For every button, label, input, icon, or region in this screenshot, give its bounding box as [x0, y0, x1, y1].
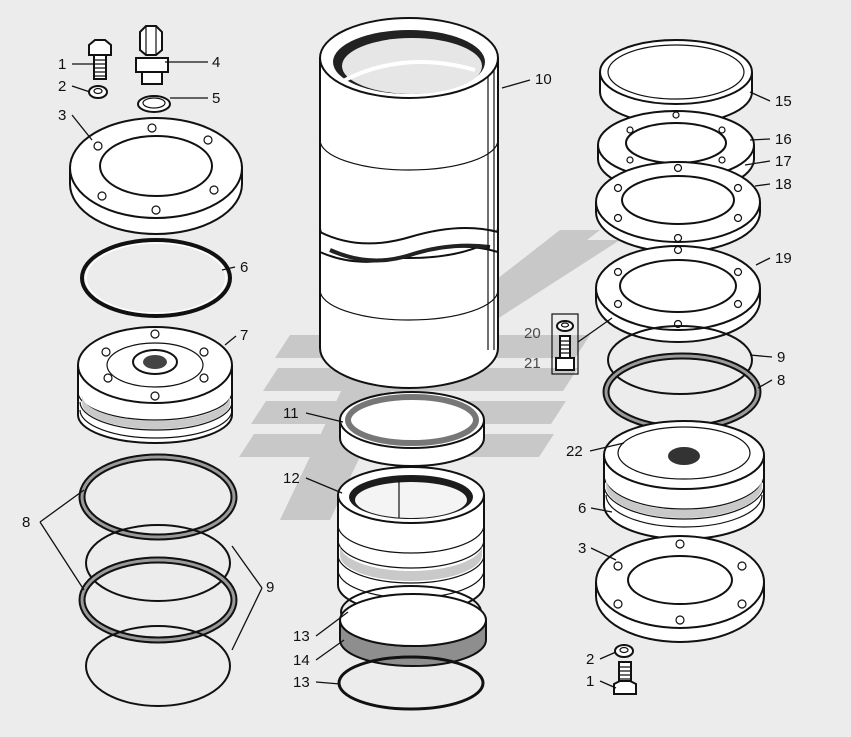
- callout-1-right: 1: [586, 673, 594, 690]
- flange-plate-bottom-right: [595, 535, 765, 643]
- callout-21: 21: [524, 355, 541, 372]
- seal-rings-left: [78, 453, 238, 707]
- flange-plate-right: [595, 161, 761, 253]
- end-cap-part: [603, 420, 765, 540]
- fitting-part: [135, 25, 169, 85]
- bolt-part-right: [613, 661, 637, 695]
- guide-ring: [339, 391, 485, 467]
- callout-6-left: 6: [240, 259, 248, 276]
- callout-9-left: 9: [266, 579, 274, 596]
- callout-3-right: 3: [578, 540, 586, 557]
- callout-8-left: 8: [22, 514, 30, 531]
- callout-7: 7: [240, 327, 248, 344]
- callout-5: 5: [212, 90, 220, 107]
- piston-part: [77, 326, 233, 444]
- bolt-part: [88, 39, 112, 80]
- callout-4: 4: [212, 54, 220, 71]
- callout-18: 18: [775, 176, 792, 193]
- callout-6-right: 6: [578, 500, 586, 517]
- flange-plate-top-left: [69, 117, 243, 235]
- top-ring-right: [599, 39, 753, 125]
- washer-bolt-detail: [555, 320, 575, 371]
- callout-13-upper: 13: [293, 628, 310, 645]
- callout-10: 10: [535, 71, 552, 88]
- callout-9-right: 9: [777, 349, 785, 366]
- callout-16: 16: [775, 131, 792, 148]
- rod-head-part: [337, 466, 485, 614]
- callout-17: 17: [775, 153, 792, 170]
- callout-20: 20: [524, 325, 541, 342]
- seal-rings-center: [337, 585, 487, 711]
- callout-15: 15: [775, 93, 792, 110]
- callout-11: 11: [283, 405, 299, 422]
- leader-lines: [39, 61, 773, 689]
- washer-part: [88, 85, 108, 99]
- callout-13-lower: 13: [293, 674, 310, 691]
- callout-8-right: 8: [777, 372, 785, 389]
- callout-2-right: 2: [586, 651, 594, 668]
- callout-19: 19: [775, 250, 792, 267]
- gasket-plate-right: [595, 245, 761, 343]
- callout-1-top: 1: [58, 56, 66, 73]
- detail-box: [551, 313, 579, 375]
- washer-part-right: [614, 644, 634, 658]
- snap-ring-left: [80, 238, 232, 318]
- callout-12: 12: [283, 470, 300, 487]
- callout-3-top: 3: [58, 107, 66, 124]
- callout-2-top: 2: [58, 78, 66, 95]
- callout-14: 14: [293, 652, 310, 669]
- cylinder-barrel: [319, 17, 499, 389]
- callout-22: 22: [566, 443, 583, 460]
